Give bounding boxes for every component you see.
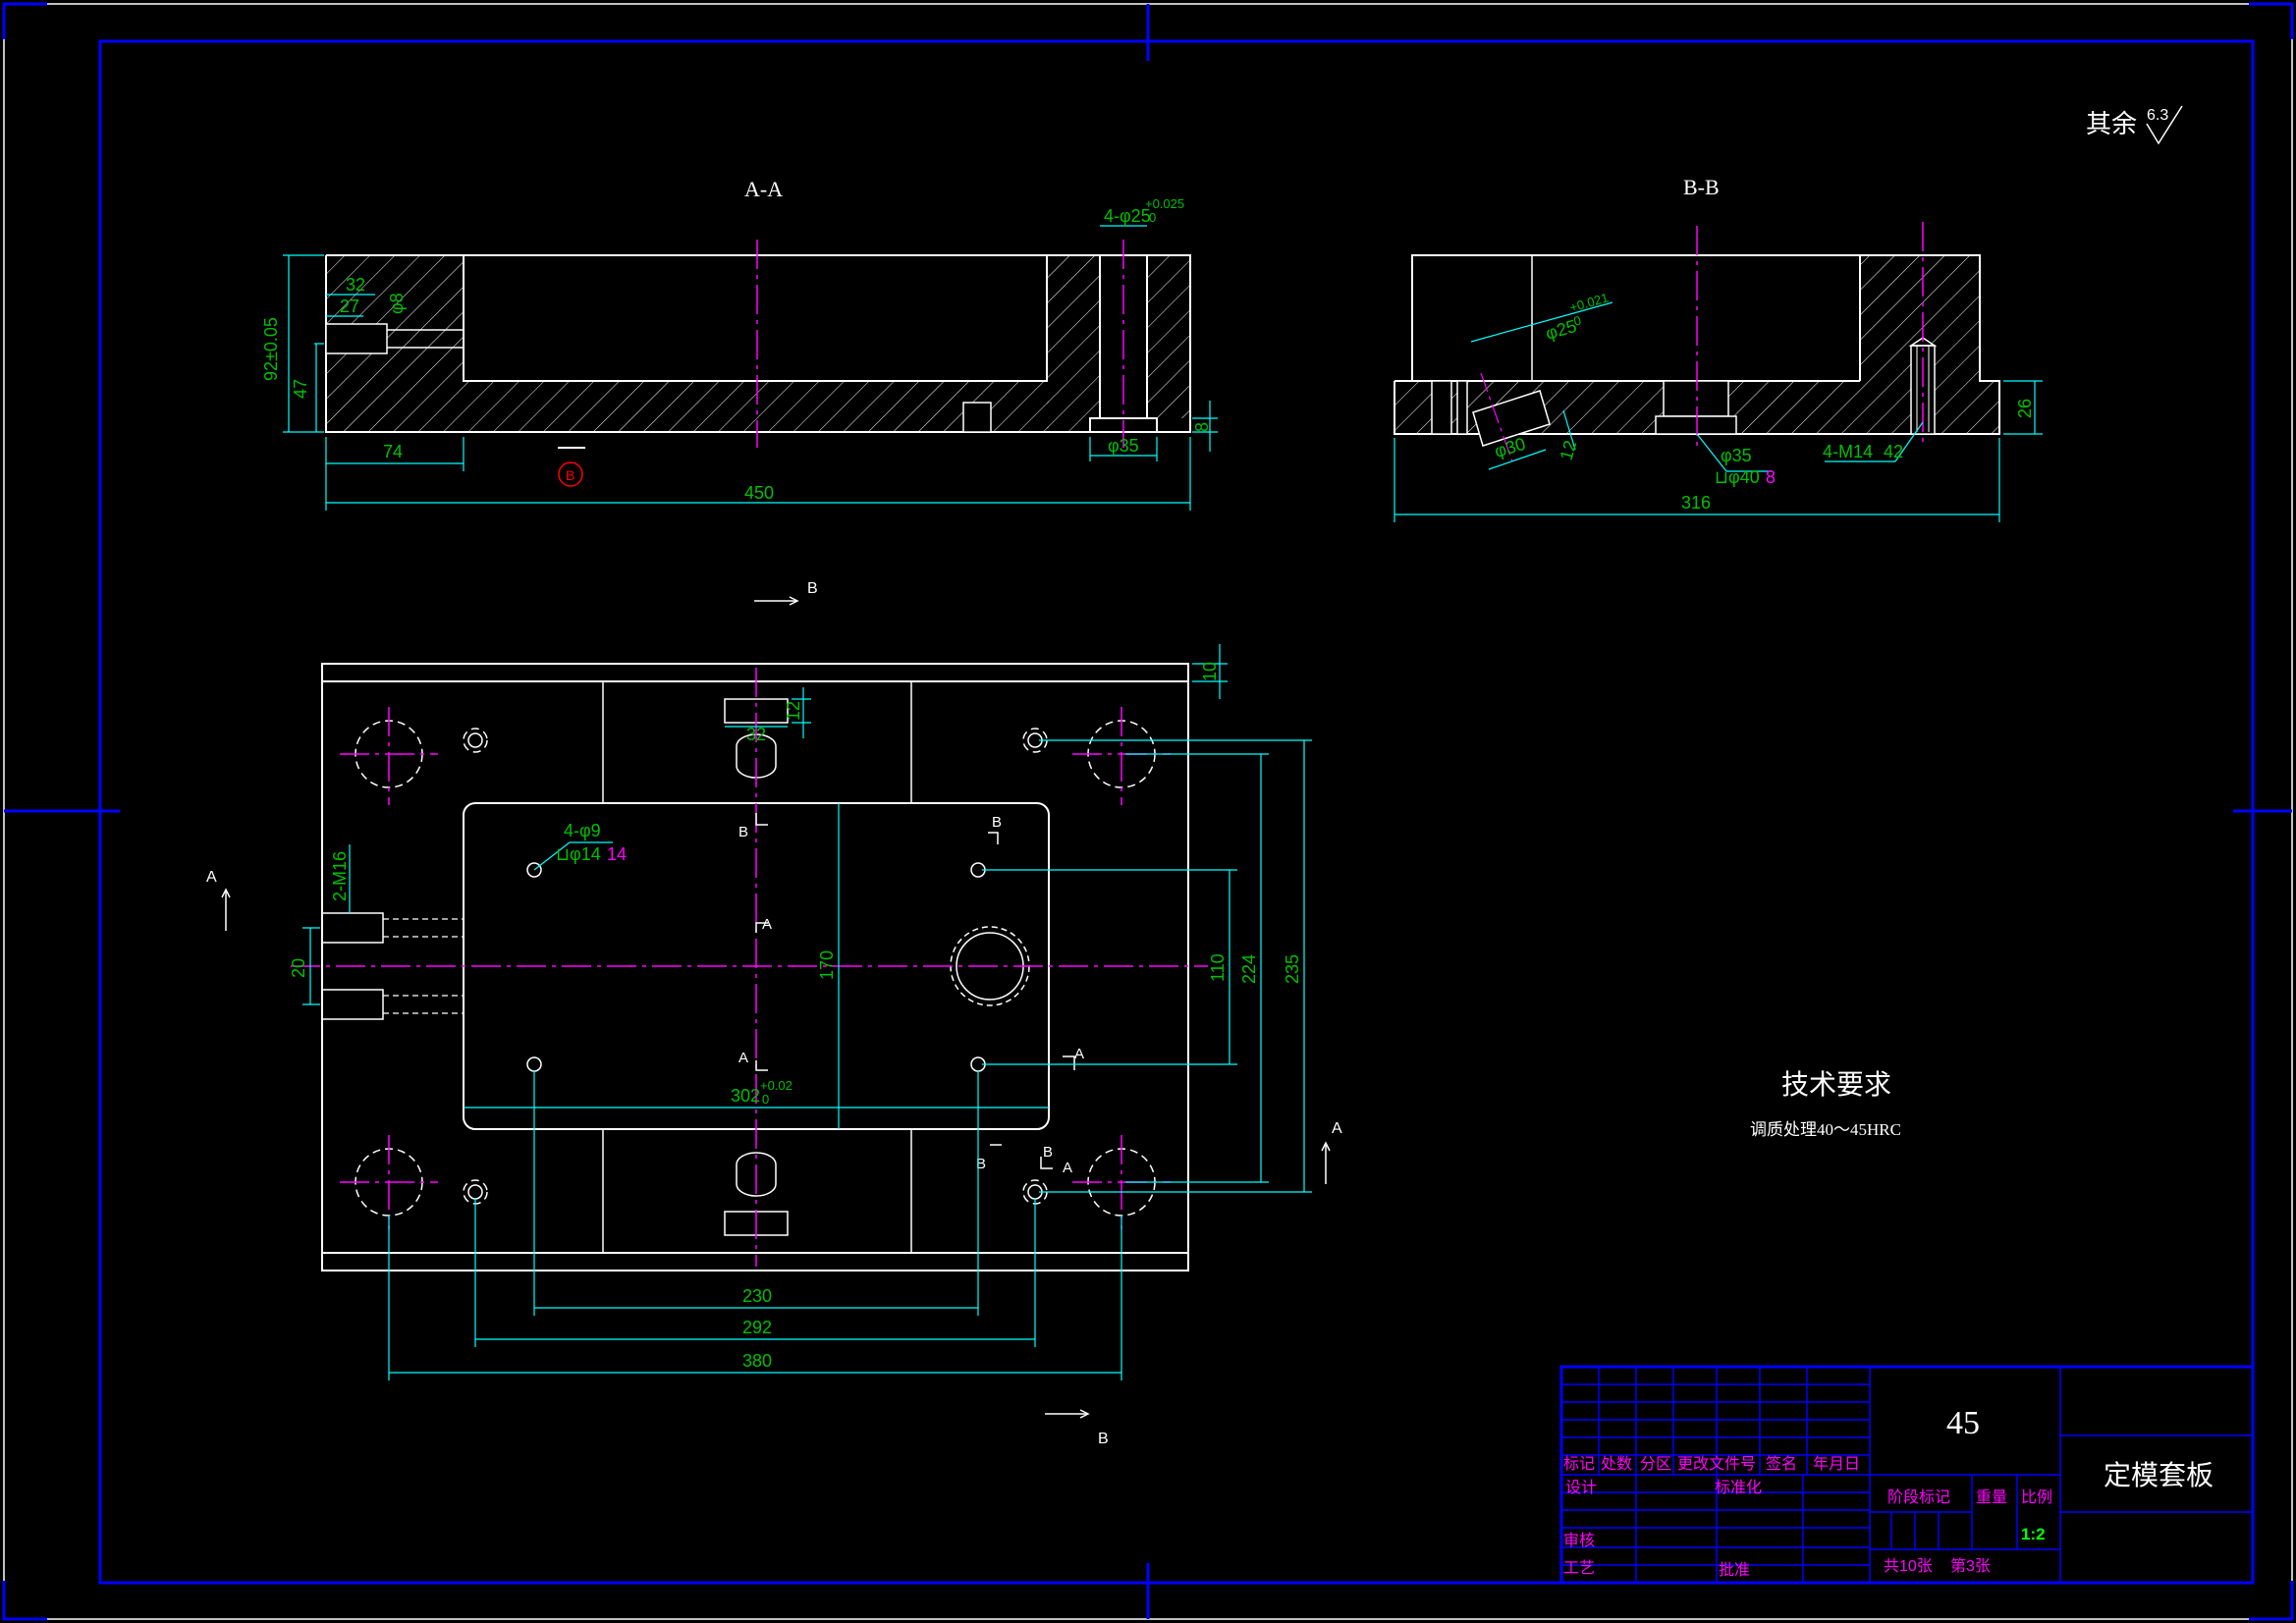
surface-finish-note: 其余 6.3 [2086, 105, 2183, 145]
inner-label-b3: B [976, 1156, 986, 1172]
tb-design: 设计 [1565, 1479, 1597, 1496]
dim-450: 450 [744, 483, 774, 503]
dim-bore-8: φ8 [387, 293, 407, 314]
title-part-name: 定模套板 [2104, 1460, 2214, 1491]
title-block: 45 定模套板 标记 处数 分区 更改文件号 签名 年月日 设计 标准化 审核 … [1559, 1365, 2255, 1585]
section-bb-title: B-B [1683, 175, 1720, 199]
dim-bb-40: ⊔φ40 [1715, 467, 1760, 487]
dim-bb-thread-depth: 42 [1884, 442, 1903, 461]
dim-plan-12: 12 [784, 701, 803, 721]
dim-plan-302: 302 [731, 1086, 760, 1106]
section-aa: A-A [261, 177, 1218, 511]
dim-bb-25-tol-upper: +0.021 [1568, 290, 1611, 314]
tb-review: 审核 [1563, 1532, 1595, 1549]
dim-plan-110: 110 [1208, 953, 1228, 982]
tb-scale-value: 1:2 [2021, 1525, 2046, 1543]
dim-bb-12: 12 [1557, 438, 1581, 462]
dim-depth-8: 8 [1192, 422, 1212, 432]
dim-holes-25: 4-φ25 [1104, 206, 1151, 226]
plan-view: B B A A [206, 580, 1342, 1447]
tb-standardization: 标准化 [1715, 1479, 1762, 1496]
cut-label-a-left: A [206, 869, 217, 886]
dim-plan-235: 235 [1283, 954, 1302, 984]
dim-plan-224: 224 [1239, 954, 1259, 984]
tb-approve: 批准 [1719, 1561, 1750, 1579]
dim-plan-holes-14-depth: 14 [607, 844, 627, 864]
tb-header-count: 处数 [1601, 1455, 1632, 1473]
sheet-trim-border [3, 3, 2293, 1620]
tech-req-text: 调质处理40～45HRC [1750, 1120, 1901, 1139]
technical-requirements: 技术要求 调质处理40～45HRC [1750, 1069, 1901, 1139]
dim-32: 32 [346, 275, 365, 295]
dim-plan-32: 32 [746, 725, 766, 744]
dim-bb-316: 316 [1681, 493, 1711, 513]
tb-process: 工艺 [1563, 1559, 1595, 1577]
plate-outline [321, 663, 1189, 1271]
dim-27: 27 [340, 297, 359, 316]
surface-finish-symbol [2146, 105, 2183, 145]
cut-label-a-right: A [1332, 1120, 1342, 1137]
inner-label-b2: B [992, 814, 1002, 831]
dim-counterbore-35: φ35 [1108, 436, 1139, 456]
surface-finish-value: 6.3 [2147, 107, 2168, 124]
dim-plan-holes-14: ⊔φ14 [556, 844, 601, 864]
tb-header-mark: 标记 [1563, 1455, 1595, 1473]
dim-plan-holes-9: 4-φ9 [564, 821, 601, 840]
tb-header-doc: 更改文件号 [1677, 1455, 1756, 1473]
surface-finish-label: 其余 [2086, 110, 2137, 138]
section-b-marker-label: B [566, 467, 574, 483]
dim-plan-20: 20 [289, 958, 308, 978]
dim-plan-380: 380 [742, 1351, 772, 1371]
tb-stage-mark: 阶段标记 [1887, 1488, 1950, 1506]
dim-plan-m16: 2-M16 [330, 851, 350, 901]
dim-plan-302-tol-upper: +0.02 [760, 1078, 793, 1093]
dim-plan-10: 10 [1200, 662, 1220, 681]
section-b-marker [558, 461, 583, 487]
dim-holes-tol-upper: +0.025 [1145, 196, 1184, 211]
dim-92: 92±0.05 [261, 317, 281, 381]
inner-label-b1: B [738, 824, 748, 840]
tb-sheet-no: 第3张 [1950, 1557, 1991, 1575]
title-material: 45 [1946, 1405, 1980, 1441]
section-aa-title: A-A [744, 177, 783, 201]
inner-label-a4: A [1063, 1160, 1072, 1176]
dim-bb-40-depth: 8 [1766, 467, 1776, 487]
cut-label-b-bottom: B [1098, 1431, 1109, 1447]
section-bb: B-B [1394, 175, 2043, 522]
tb-weight: 重量 [1976, 1488, 2007, 1506]
dim-74: 74 [383, 442, 403, 461]
inner-label-a3: A [1074, 1046, 1084, 1062]
dim-bb-35: φ35 [1721, 446, 1752, 465]
dim-47: 47 [291, 379, 310, 399]
tb-sheets-total: 共10张 [1884, 1557, 1933, 1575]
tb-header-date: 年月日 [1813, 1455, 1860, 1473]
inner-label-a1: A [762, 916, 772, 933]
tb-header-zone: 分区 [1640, 1455, 1671, 1473]
dim-bb-thread: 4-M14 [1823, 442, 1873, 461]
dim-bb-25-tol-lower: 0 [1572, 312, 1583, 328]
dim-bb-26: 26 [2015, 399, 2035, 418]
dim-plan-292: 292 [742, 1318, 772, 1337]
dim-plan-302-tol-lower: 0 [762, 1092, 769, 1107]
tb-header-sign: 签名 [1766, 1455, 1797, 1473]
section-bb-outline [1394, 254, 2000, 435]
dim-holes-tol-lower: 0 [1149, 210, 1156, 225]
tb-scale-label: 比例 [2021, 1488, 2052, 1506]
dim-plan-230: 230 [742, 1286, 772, 1306]
tech-req-heading: 技术要求 [1781, 1069, 1891, 1101]
cut-label-b-top: B [807, 580, 818, 597]
dim-plan-170: 170 [817, 950, 837, 980]
inner-label-b4: B [1043, 1144, 1053, 1161]
inner-label-a2: A [738, 1050, 748, 1066]
